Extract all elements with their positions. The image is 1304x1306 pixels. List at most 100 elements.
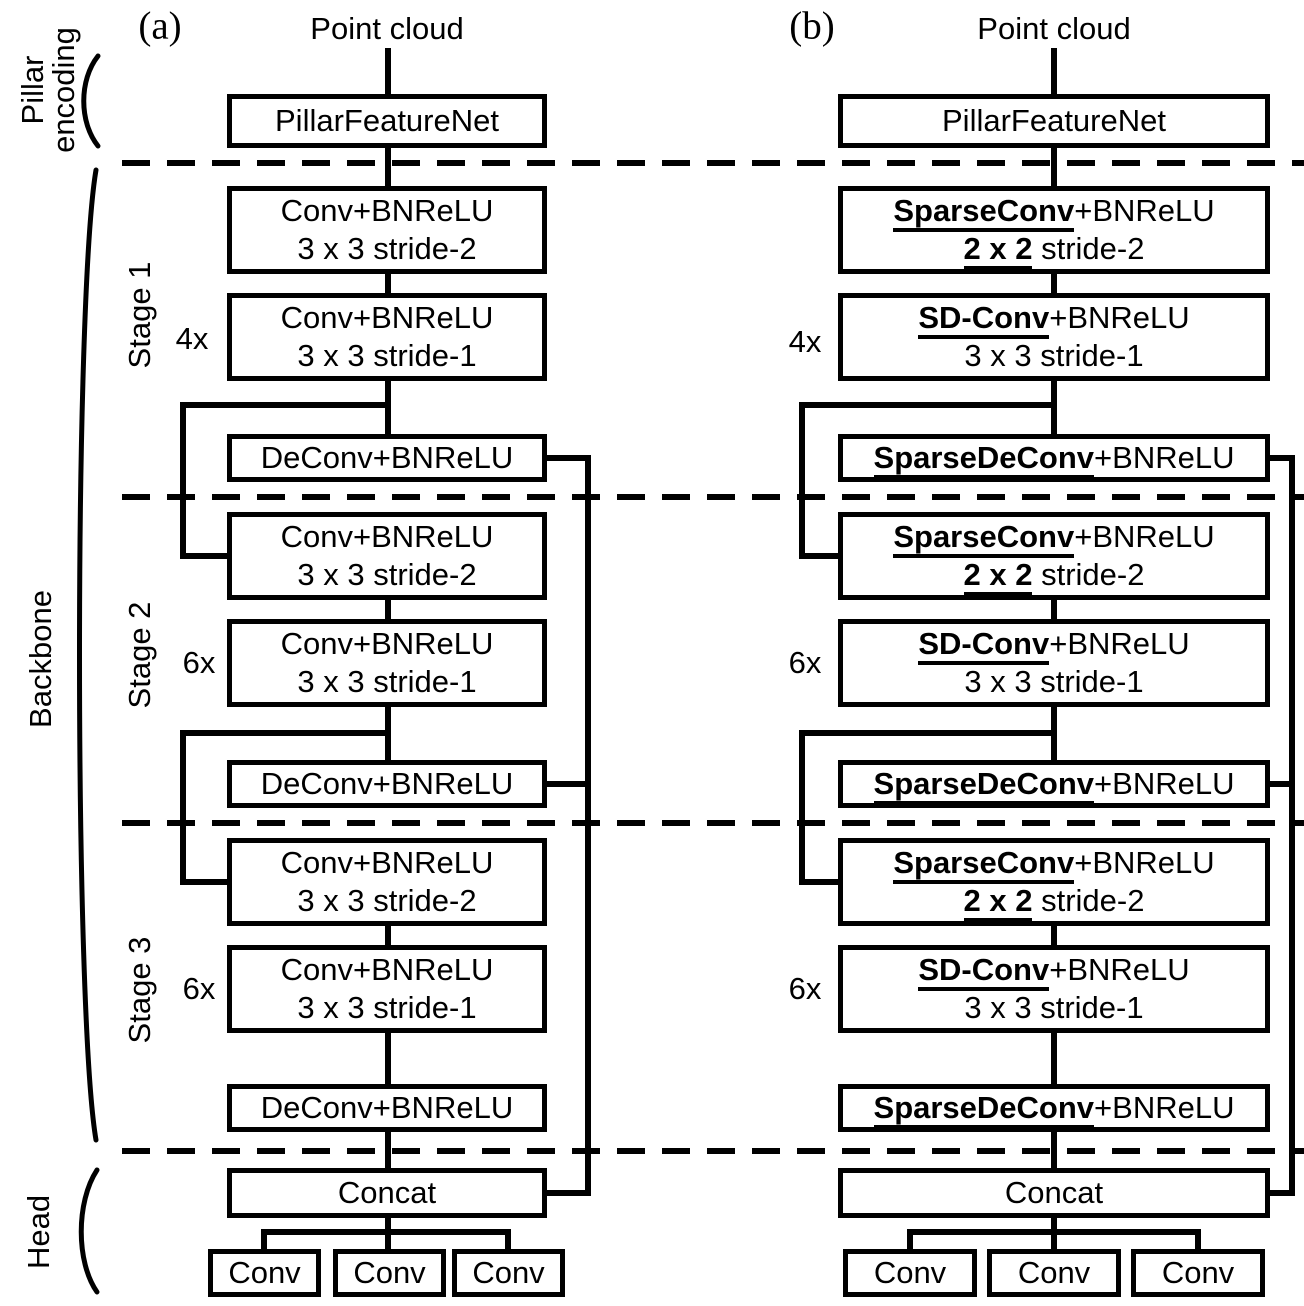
skip-connector — [799, 553, 838, 559]
emph-text: SparseConv — [893, 845, 1075, 884]
box-line: 3 x 3 stride-1 — [964, 338, 1144, 373]
panel-b-stage2-multiplier: 6x — [788, 645, 822, 680]
box-line: DeConv+BNReLU — [260, 1090, 514, 1125]
plain-text: stride-2 — [1032, 557, 1145, 592]
panel-b-pfn-label: PillarFeatureNet — [942, 103, 1166, 138]
divider-pillar-backbone — [122, 160, 1304, 166]
concat-rail — [1289, 455, 1295, 1196]
box-line: Conv+BNReLU — [280, 519, 494, 554]
emph-text: SparseDeConv — [873, 1090, 1095, 1129]
plain-text: +BNReLU — [1074, 193, 1215, 228]
panel-a-pfn-label: PillarFeatureNet — [275, 103, 499, 138]
box-line: DeConv+BNReLU — [260, 766, 514, 801]
plain-text: +BNReLU — [1094, 440, 1235, 475]
head-fanout-drop — [261, 1229, 267, 1252]
panel-a-stage1-resconv-box: Conv+BNReLU 3 x 3 stride-1 — [227, 293, 547, 381]
box-line: 3 x 3 stride-2 — [297, 557, 477, 592]
divider-stage1-stage2 — [122, 494, 1304, 500]
box-line: Conv — [353, 1255, 426, 1290]
box-line: SparseConv+BNReLU — [893, 518, 1215, 558]
plain-text: +BNReLU — [1049, 300, 1190, 335]
emph-text: 2 x 2 — [963, 231, 1033, 270]
panel-a-stage1-deconv-box: DeConv+BNReLU — [227, 434, 547, 482]
box-line: DeConv+BNReLU — [260, 440, 514, 475]
head-fanout-drop — [907, 1229, 913, 1252]
head-fanout-bar — [261, 1229, 511, 1235]
panel-b-tag: (b) — [789, 4, 835, 48]
panel-b-stage3-downconv-box: SparseConv+BNReLU 2 x 2 stride-2 — [838, 838, 1270, 926]
box-line: SD-Conv+BNReLU — [918, 951, 1190, 991]
panel-b-stage2-downconv-box: SparseConv+BNReLU 2 x 2 stride-2 — [838, 512, 1270, 600]
backbone-brace — [77, 167, 99, 1143]
panel-a-stage3-resconv-box: Conv+BNReLU 3 x 3 stride-1 — [227, 945, 547, 1033]
box-line: Conv+BNReLU — [280, 845, 494, 880]
panel-b-stage3-deconv-box: SparseDeConv+BNReLU — [838, 1084, 1270, 1132]
panel-a-stage3-deconv-box: DeConv+BNReLU — [227, 1084, 547, 1132]
box-line: SparseDeConv+BNReLU — [873, 1089, 1234, 1129]
connector — [385, 274, 391, 293]
skip-connector — [180, 402, 391, 408]
box-line: 2 x 2 stride-2 — [963, 556, 1145, 596]
panel-a-pillar-feature-net-box: PillarFeatureNet — [227, 94, 547, 148]
connector — [385, 1033, 391, 1084]
deconv-out-connector — [547, 781, 591, 787]
plain-text: +BNReLU — [1094, 766, 1235, 801]
connector — [1051, 148, 1057, 186]
panel-b-stage1-deconv-box: SparseDeConv+BNReLU — [838, 434, 1270, 482]
connector — [1051, 600, 1057, 619]
connector — [1051, 1132, 1057, 1168]
panel-a-head-conv-1: Conv — [208, 1249, 321, 1297]
panel-a-stage1-multiplier: 4x — [175, 321, 209, 356]
box-line: SD-Conv+BNReLU — [918, 625, 1190, 665]
connector — [385, 48, 391, 94]
skip-connector — [799, 730, 805, 885]
connector — [1051, 1033, 1057, 1084]
skip-connector — [180, 553, 227, 559]
panel-a-concat-box: Concat — [227, 1168, 547, 1218]
pillar-encoding-label: Pillar encoding — [15, 27, 81, 153]
box-line: Conv+BNReLU — [280, 626, 494, 661]
box-line: Conv — [472, 1255, 545, 1290]
panel-b-stage3-resconv-box: SD-Conv+BNReLU 3 x 3 stride-1 — [838, 945, 1270, 1033]
box-line: Conv+BNReLU — [280, 193, 494, 228]
skip-connector — [180, 879, 227, 885]
plain-text: +BNReLU — [1074, 519, 1215, 554]
connector — [385, 1218, 391, 1252]
panel-a-stage2-deconv-box: DeConv+BNReLU — [227, 760, 547, 808]
skip-connector — [180, 730, 186, 885]
concat-rail — [585, 455, 591, 1196]
box-line: SparseConv+BNReLU — [893, 192, 1215, 232]
box-line: Conv+BNReLU — [280, 300, 494, 335]
box-line: 3 x 3 stride-1 — [297, 664, 477, 699]
emph-text: SparseDeConv — [873, 766, 1095, 805]
box-line: Conv — [1017, 1255, 1091, 1290]
emph-text: 2 x 2 — [963, 883, 1033, 922]
divider-backbone-head — [122, 1148, 1304, 1154]
connector — [1051, 274, 1057, 293]
head-fanout-drop — [1195, 1229, 1201, 1252]
pillar-encoding-line1: Pillar — [15, 55, 50, 125]
emph-text: SD-Conv — [918, 952, 1050, 991]
backbone-label: Backbone — [23, 590, 58, 728]
connector — [385, 926, 391, 945]
panel-a-stage1-downconv-box: Conv+BNReLU 3 x 3 stride-2 — [227, 186, 547, 274]
stage3-label: Stage 3 — [122, 936, 157, 1044]
panel-b-stage1-downconv-box: SparseConv+BNReLU 2 x 2 stride-2 — [838, 186, 1270, 274]
deconv-out-connector — [1270, 455, 1295, 461]
head-fanout-bar — [907, 1229, 1201, 1235]
panel-b-head-conv-2: Conv — [987, 1249, 1121, 1297]
connector — [1051, 48, 1057, 94]
concat-in-connector — [1270, 1190, 1295, 1196]
panel-b-stage2-resconv-box: SD-Conv+BNReLU 3 x 3 stride-1 — [838, 619, 1270, 707]
box-line: 3 x 3 stride-2 — [297, 883, 477, 918]
pillar-encoding-brace — [81, 53, 101, 149]
box-line: 3 x 3 stride-1 — [297, 990, 477, 1025]
panel-b-head-conv-1: Conv — [843, 1249, 977, 1297]
panel-a-input-label: Point cloud — [310, 11, 464, 46]
connector — [385, 600, 391, 619]
stage2-label: Stage 2 — [122, 601, 157, 709]
panel-b-input-label: Point cloud — [977, 11, 1131, 46]
deconv-out-connector — [547, 455, 591, 461]
emph-text: SparseConv — [893, 519, 1075, 558]
panel-a-head-conv-3: Conv — [452, 1249, 565, 1297]
